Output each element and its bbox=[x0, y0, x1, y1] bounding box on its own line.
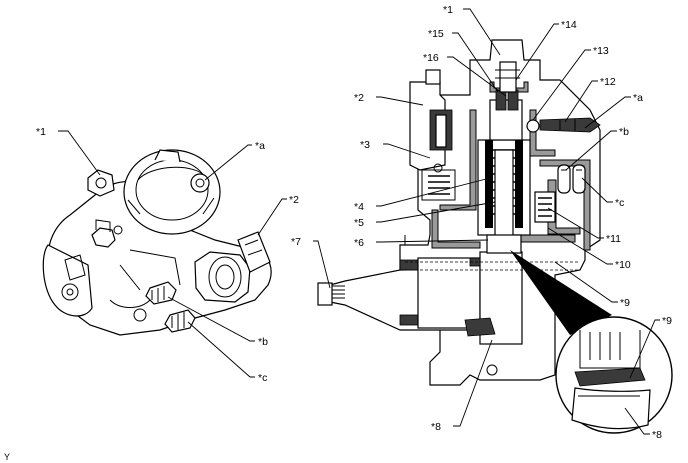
label-10: *10 bbox=[615, 259, 631, 271]
label-12: *12 bbox=[600, 76, 616, 88]
label-left-b: *b bbox=[258, 336, 268, 348]
label-7: *7 bbox=[291, 236, 301, 248]
label-left-c: *c bbox=[258, 372, 267, 384]
label-14: *14 bbox=[561, 19, 577, 31]
label-5: *5 bbox=[354, 217, 364, 229]
right-leader-lines bbox=[313, 8, 660, 435]
label-2: *2 bbox=[354, 92, 364, 104]
label-b: *b bbox=[619, 126, 629, 138]
pump-cross-section bbox=[317, 39, 601, 386]
label-left-1: *1 bbox=[36, 126, 46, 138]
label-detail-9: *9 bbox=[662, 315, 672, 327]
label-3: *3 bbox=[360, 139, 370, 151]
label-4: *4 bbox=[354, 201, 364, 213]
label-13: *13 bbox=[593, 45, 609, 57]
label-a: *a bbox=[633, 92, 643, 104]
label-detail-8: *8 bbox=[652, 429, 662, 441]
image-code: Y bbox=[4, 452, 10, 462]
callout-labels: *1 *a *2 *b *c *1 *14 *15 *16 *13 *12 *a… bbox=[4, 4, 672, 462]
pump-exterior-view bbox=[42, 149, 272, 336]
detail-view bbox=[510, 250, 673, 434]
label-11: *11 bbox=[606, 233, 621, 245]
left-leader-lines bbox=[58, 130, 287, 378]
label-6: *6 bbox=[354, 237, 364, 249]
label-8: *8 bbox=[431, 421, 441, 433]
label-1: *1 bbox=[443, 4, 453, 16]
camshaft bbox=[317, 251, 580, 345]
label-9: *9 bbox=[620, 297, 630, 309]
label-c: *c bbox=[615, 197, 624, 209]
label-15: *15 bbox=[428, 28, 444, 40]
label-16: *16 bbox=[423, 52, 439, 64]
label-left-a: *a bbox=[255, 140, 265, 152]
label-left-2: *2 bbox=[289, 194, 299, 206]
